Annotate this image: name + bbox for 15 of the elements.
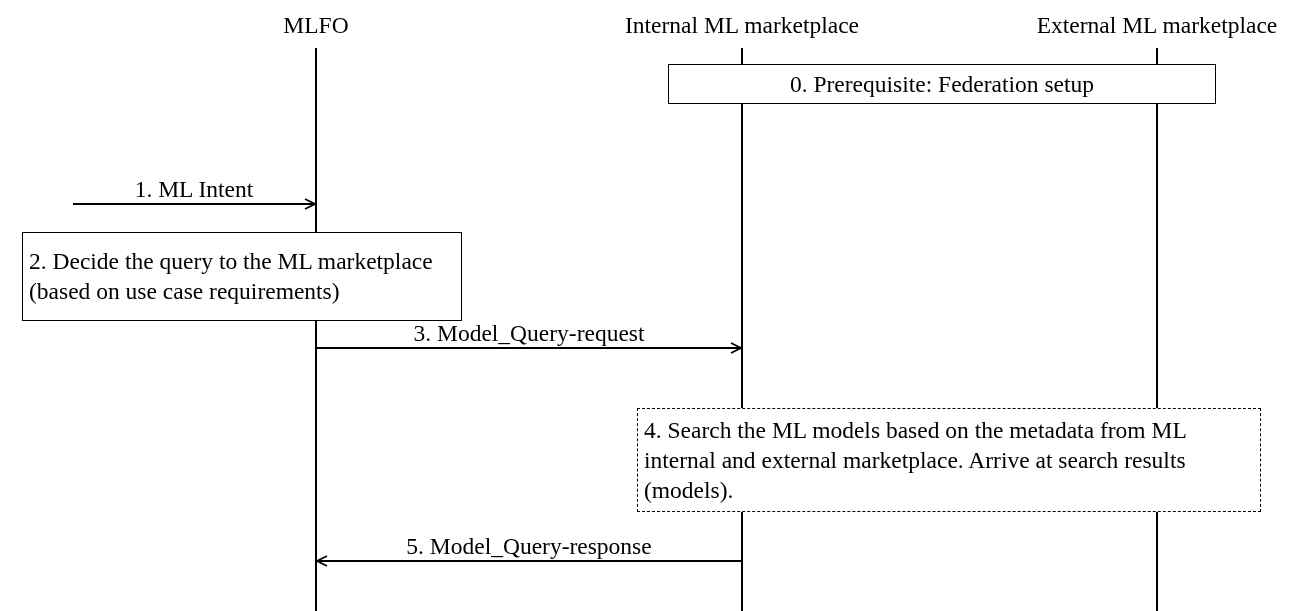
edge-label: 3. Model_Query-request <box>413 321 645 345</box>
edge-label: 1. ML Intent <box>134 177 254 201</box>
arrow <box>316 555 742 567</box>
participant-label: MLFO <box>283 12 349 38</box>
arrow <box>72 198 316 210</box>
box-text: 2. Decide the query to the ML marketplace (based on use case requirements) <box>29 248 433 304</box>
arrow <box>316 342 742 354</box>
edge-label: 5. Model_Query-response <box>406 534 652 558</box>
process-box <box>637 408 1261 512</box>
participant-label: Internal ML marketplace <box>625 12 859 38</box>
process-box <box>668 64 1216 104</box>
box-text: 4. Search the ML models based on the metadata from ML internal and external marketplace. Arrive at search results (models). <box>644 417 1186 503</box>
process-box <box>22 232 462 321</box>
participant-label: External ML marketplace <box>1036 12 1278 38</box>
box-text: 0. Prerequisite: Federation setup <box>789 71 1095 97</box>
